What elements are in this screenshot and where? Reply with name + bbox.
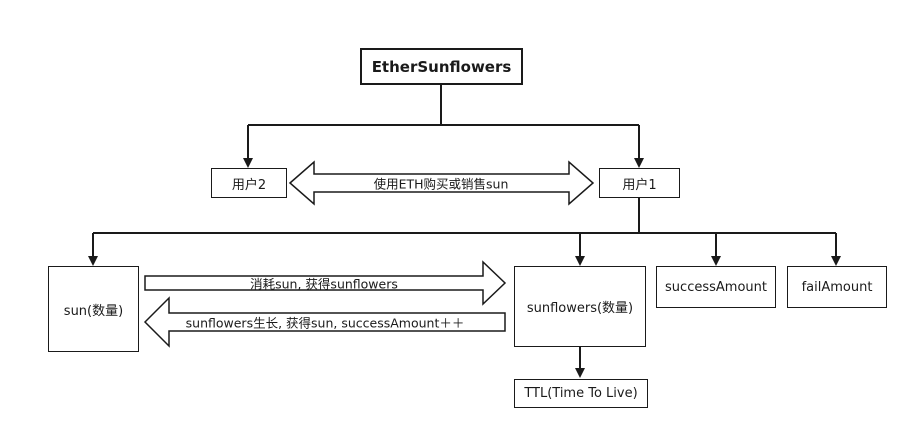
success-amount-node: successAmount bbox=[656, 266, 776, 308]
user1-node: 用户1 bbox=[599, 168, 680, 198]
sun-node: sun(数量) bbox=[48, 266, 139, 352]
sunflowers-node: sunflowers(数量) bbox=[514, 266, 646, 347]
user2-node: 用户2 bbox=[211, 168, 287, 198]
consume-block-arrow bbox=[144, 260, 507, 306]
buy-sell-double-arrow bbox=[288, 160, 595, 206]
connector-user1-to-children bbox=[88, 198, 841, 266]
ttl-node: TTL(Time To Live) bbox=[514, 379, 648, 408]
connector-root-to-users bbox=[243, 85, 644, 168]
consume-label: 消耗sun, 获得sunflowers bbox=[250, 276, 398, 292]
grow-label: sunflowers生长, 获得sun, successAmount＋＋ bbox=[185, 315, 465, 331]
buy-sell-label: 使用ETH购买或销售sun bbox=[373, 176, 509, 192]
fail-amount-node: failAmount bbox=[787, 266, 887, 308]
grow-block-arrow bbox=[143, 296, 506, 348]
root-node: EtherSunflowers bbox=[360, 48, 523, 85]
